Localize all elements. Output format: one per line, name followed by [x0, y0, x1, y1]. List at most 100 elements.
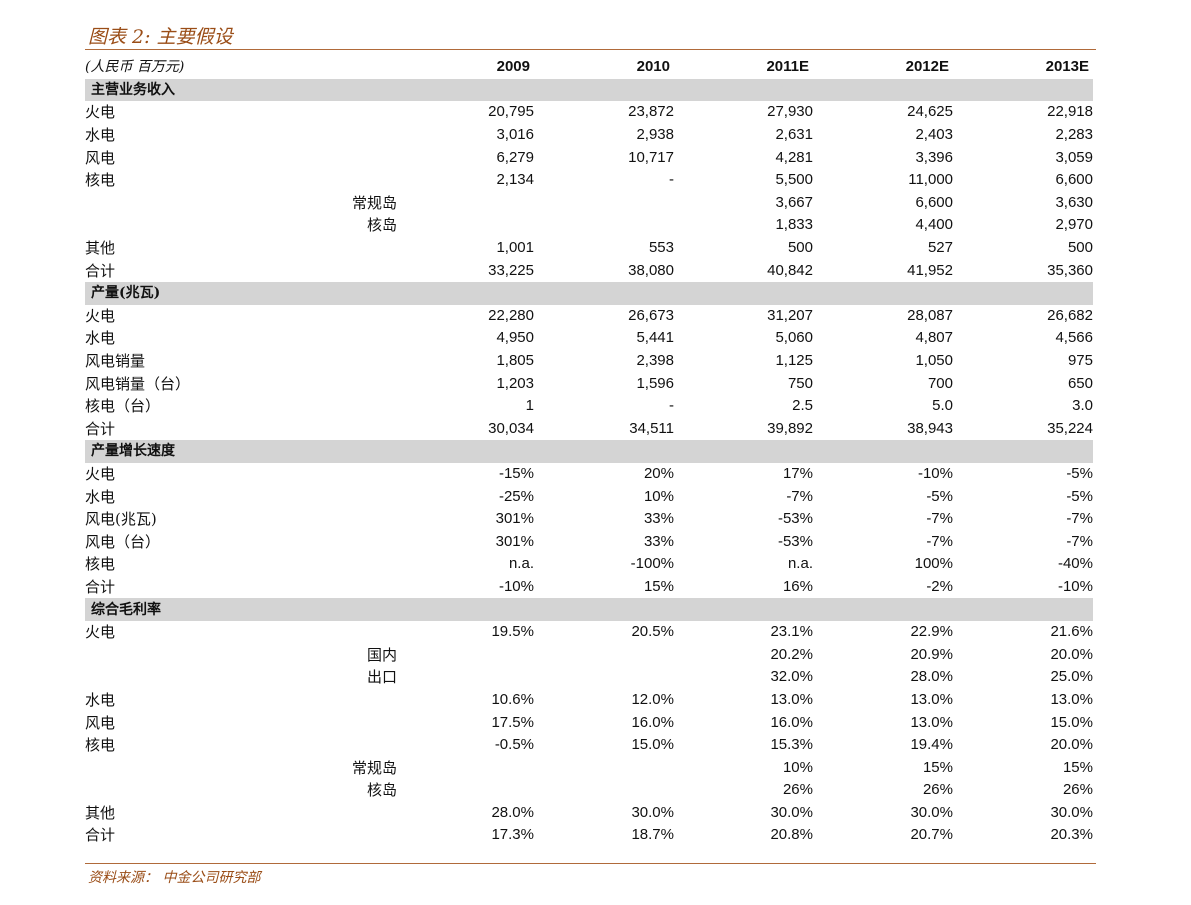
value-cell: 35,224 [1047, 419, 1093, 437]
value-cell [397, 779, 534, 802]
value-cell: 33% [643, 510, 674, 528]
value-cell: 16.0% [770, 713, 813, 731]
value-cell: - [669, 171, 674, 189]
value-cell: 750 [787, 374, 813, 392]
year-header: 2010 [636, 58, 670, 76]
value-cell: -10% [498, 577, 534, 595]
value-cell: 5,500 [775, 171, 813, 189]
value-cell: 20,795 [488, 103, 534, 121]
row-label: 风电 [85, 148, 116, 167]
value-cell: 26% [1062, 781, 1093, 799]
value-cell: -100% [630, 555, 674, 573]
sub-row-label: 核岛 [366, 216, 397, 235]
value-cell: 25.0% [1050, 668, 1093, 686]
sub-row-label: 国内 [366, 645, 397, 664]
table-row: 火电-15%20%17%-10%-5% [85, 463, 1093, 486]
value-cell: 15% [922, 758, 953, 776]
value-cell: 1,203 [496, 374, 534, 392]
value-cell: 41,952 [907, 261, 953, 279]
unit-label: (人民币 百万元) [85, 59, 185, 76]
value-cell: 11,000 [908, 171, 953, 189]
value-cell: 26% [782, 781, 813, 799]
value-cell: 15% [1062, 758, 1093, 776]
section-title: 产量(兆瓦) [85, 281, 1093, 305]
value-cell: 10% [643, 487, 674, 505]
value-cell [397, 666, 534, 689]
value-cell: 30.0% [770, 803, 813, 821]
value-cell: 26,682 [1047, 306, 1093, 324]
header-row: (人民币 百万元) 2009 2010 2011E 2012E 2013E [85, 56, 1093, 79]
value-cell: -7% [1066, 510, 1093, 528]
value-cell: 6,279 [496, 148, 534, 166]
value-cell: 35,360 [1047, 261, 1093, 279]
value-cell: 27,930 [767, 103, 813, 121]
value-cell: 4,807 [915, 329, 953, 347]
value-cell: 4,950 [496, 329, 534, 347]
row-label: 合计 [85, 577, 116, 596]
value-cell: 10% [782, 758, 813, 776]
value-cell: 975 [1067, 352, 1093, 370]
year-header: 2011E [766, 58, 809, 76]
value-cell: -40% [1057, 555, 1093, 573]
value-cell: 500 [787, 239, 813, 257]
value-cell: 500 [1067, 239, 1093, 257]
value-cell [534, 666, 674, 689]
value-cell: -7% [1066, 532, 1093, 550]
value-cell: 1,001 [496, 239, 534, 257]
bottom-rule [85, 863, 1096, 864]
value-cell: -7% [926, 532, 953, 550]
value-cell: 20.2% [770, 645, 813, 663]
value-cell: 5,441 [636, 329, 674, 347]
value-cell: 22,918 [1047, 103, 1093, 121]
value-cell: -10% [917, 464, 953, 482]
value-cell: 28,087 [907, 306, 953, 324]
value-cell: 20.0% [1050, 736, 1093, 754]
table-row: 核电-0.5%15.0%15.3%19.4%20.0% [85, 734, 1093, 757]
value-cell: 20.5% [631, 623, 674, 641]
section-title: 主营业务收入 [85, 78, 1093, 102]
value-cell: 19.4% [910, 736, 953, 754]
value-cell: 16.0% [631, 713, 674, 731]
value-cell: 1,596 [636, 374, 674, 392]
value-cell: 20.8% [770, 826, 813, 844]
section-header-row: 综合毛利率 [85, 598, 1093, 621]
value-cell: 28.0% [910, 668, 953, 686]
value-cell: 4,566 [1055, 329, 1093, 347]
value-cell: 40,842 [767, 261, 813, 279]
row-label: 风电销量 [85, 352, 146, 371]
value-cell: 34,511 [629, 419, 674, 437]
value-cell: 22.9% [910, 623, 953, 641]
value-cell: -15% [498, 464, 534, 482]
value-cell: 15% [643, 577, 674, 595]
row-label: 合计 [85, 826, 116, 845]
value-cell: n.a. [508, 555, 534, 573]
value-cell [397, 756, 534, 779]
value-cell: -7% [786, 487, 813, 505]
source-note: 资料来源： 中金公司研究部 [88, 870, 261, 886]
value-cell [397, 643, 534, 666]
value-cell: 3,396 [915, 148, 953, 166]
value-cell: 17% [782, 464, 813, 482]
value-cell: 33,225 [488, 261, 534, 279]
row-label: 合计 [85, 419, 116, 438]
value-cell: 10.6% [491, 690, 534, 708]
value-cell: 33% [643, 532, 674, 550]
value-cell: 20.7% [910, 826, 953, 844]
value-cell: -53% [777, 532, 813, 550]
